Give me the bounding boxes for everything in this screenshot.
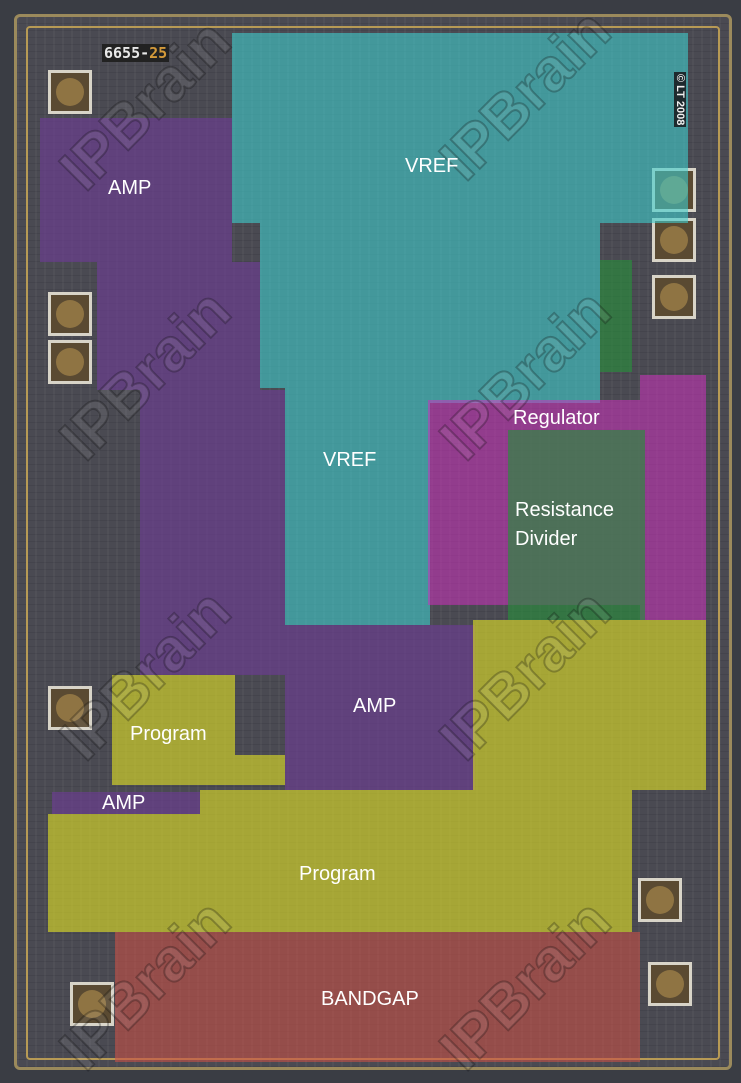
label-divider: Divider xyxy=(515,528,578,550)
label-amp-mid: AMP xyxy=(353,695,397,717)
label-regulator: Regulator xyxy=(513,407,600,429)
bond-pad xyxy=(652,275,696,319)
copyright-mark: © LT 2008 xyxy=(674,72,686,128)
green-strip xyxy=(600,260,632,372)
label-bandgap: BANDGAP xyxy=(321,988,419,1010)
resistance-divider-region xyxy=(508,430,645,620)
vref-region-top xyxy=(232,33,688,223)
bond-pad xyxy=(48,70,92,114)
amp-region-top-lower xyxy=(97,262,260,390)
program-region-bottom-top xyxy=(200,790,632,814)
label-vref-mid: VREF xyxy=(323,449,377,471)
amp-region-top xyxy=(40,118,232,262)
bandgap-region xyxy=(115,932,640,1062)
label-resistance: Resistance xyxy=(515,499,614,521)
bond-pad xyxy=(70,982,114,1026)
amp-region-mid xyxy=(285,675,475,790)
amp-region-mid-top xyxy=(140,625,475,675)
program-region-left xyxy=(112,675,235,785)
bond-pad xyxy=(648,962,692,1006)
bond-pad xyxy=(48,686,92,730)
bond-pad xyxy=(652,218,696,262)
program-region-right xyxy=(473,620,706,790)
vref-region-top-lower xyxy=(260,223,430,388)
bond-pad xyxy=(48,292,92,336)
label-vref-top: VREF xyxy=(405,155,459,177)
vref-region-mid xyxy=(285,388,430,625)
vref-region-top-right xyxy=(430,223,600,403)
amp-region-left xyxy=(140,390,285,625)
program-region-left-ext xyxy=(235,755,285,785)
label-amp-top: AMP xyxy=(108,177,152,199)
label-program-bottom: Program xyxy=(299,863,376,885)
bond-pad xyxy=(638,878,682,922)
label-program-left: Program xyxy=(130,723,207,745)
bond-pad xyxy=(48,340,92,384)
regulator-region-right xyxy=(640,375,706,620)
program-region-bottom xyxy=(48,814,632,932)
chip-marking: 6655-25 xyxy=(102,44,170,62)
amp-region-small xyxy=(52,792,200,814)
label-amp-small: AMP xyxy=(102,792,146,814)
